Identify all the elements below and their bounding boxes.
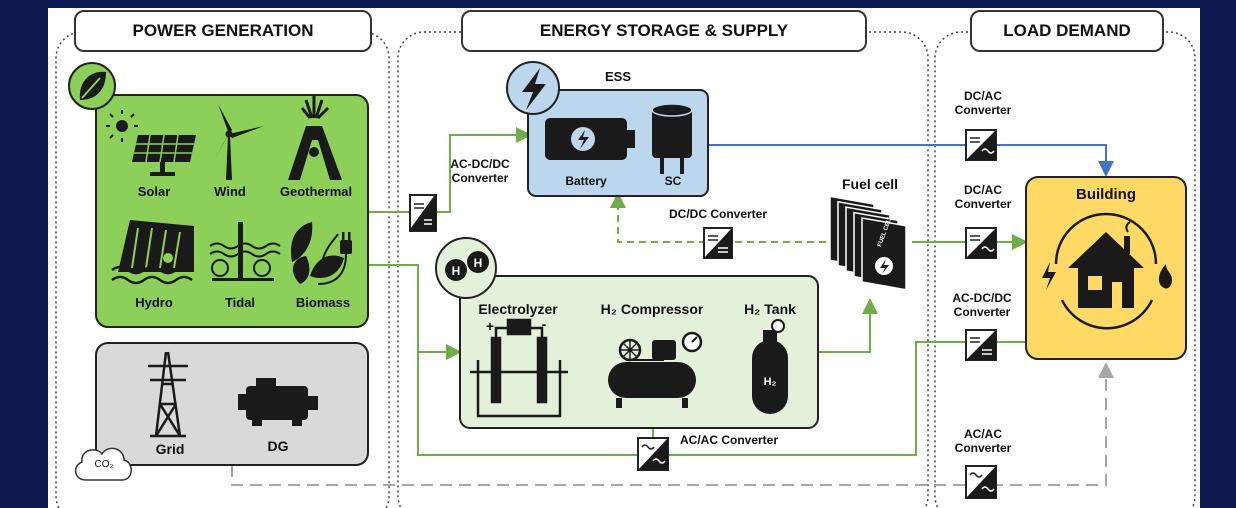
converter-load-acdc-label: AC-DC/DC Converter [952, 291, 1012, 319]
converter-load-acac-icon [965, 465, 997, 499]
converter-load-dcac-1-label: DC/AC Converter [954, 89, 1012, 117]
hydro-label: Hydro [135, 295, 173, 310]
converter-dcdc-label: DC/DC Converter [668, 207, 767, 221]
solar-label: Solar [137, 184, 171, 199]
wind-turbine-icon [214, 104, 264, 180]
sc-label: SC [664, 174, 682, 188]
battery-icon [545, 118, 635, 160]
fuel-cell-title: Fuel cell [841, 176, 899, 192]
converter-acac-mid-icon [637, 437, 669, 471]
hydrogen-tank-icon [752, 319, 788, 414]
converter-load-dcac-1-icon [965, 129, 997, 161]
converter-to-ess-line [436, 127, 532, 213]
renewable-to-electrolyzer-line [368, 264, 462, 360]
compressor-icon [608, 331, 703, 408]
electrolyzer-icon [470, 318, 568, 418]
geothermal-icon [288, 96, 342, 180]
converter-gen-acdc-label: AC-DC/DC Converter [450, 157, 510, 185]
fuel-cell-stack-icon [829, 195, 907, 291]
battery-label: Battery [565, 174, 607, 188]
dg-label: DG [267, 438, 289, 454]
transmission-tower-icon [148, 351, 188, 438]
electrolyzer-plus-sign: + [485, 318, 495, 334]
converter-acac-mid-label: AC/AC Converter [679, 433, 778, 447]
tank-label: H₂ Tank [744, 301, 796, 317]
svg-text:H: H [474, 256, 483, 270]
supercapacitor-icon [651, 103, 693, 174]
building-label: Building [1076, 186, 1136, 203]
renewable-sources-box [95, 94, 369, 328]
compressor-label: H₂ Compressor [600, 301, 704, 317]
grid-label: Grid [155, 441, 185, 457]
h2-molecule-badge-icon: H H [435, 237, 497, 299]
electrolyzer-minus-sign: - [541, 316, 547, 332]
wind-label: Wind [214, 184, 246, 199]
house-icon [1042, 212, 1172, 330]
ac-bus-line [417, 341, 1026, 456]
converter-dcdc-icon [703, 227, 733, 259]
diesel-generator-icon [238, 378, 318, 426]
fuel-cell-to-ess-dashed-line [610, 192, 826, 243]
conventional-sources-box [95, 342, 369, 466]
electrolyzer-label: Electrolyzer [478, 301, 558, 317]
ess-title: ESS [604, 69, 631, 84]
ess-to-building-line [708, 144, 1114, 177]
svg-text:H: H [452, 264, 461, 278]
converter-load-acac-label: AC/AC Converter [954, 427, 1012, 455]
storage-section-title: ENERGY STORAGE & SUPPLY [461, 10, 867, 52]
tidal-label: Tidal [224, 295, 256, 310]
lightning-badge-icon [506, 61, 560, 115]
converter-gen-acdc-icon [409, 194, 437, 232]
load-section-title: LOAD DEMAND [970, 10, 1164, 52]
hydro-dam-icon [111, 220, 194, 285]
generation-section-title: POWER GENERATION [74, 10, 372, 52]
grid-to-building-dashed-line [231, 362, 1114, 486]
converter-load-dcac-2-label: DC/AC Converter [954, 183, 1012, 211]
solar-icon [106, 110, 196, 176]
biomass-label: Biomass [295, 295, 351, 310]
co2-label: CO₂ [94, 459, 114, 470]
biomass-icon [290, 222, 352, 285]
converter-load-dcac-2-icon [965, 227, 997, 259]
tank-to-fuel-cell-line [818, 298, 878, 353]
converter-load-acdc-icon [965, 329, 997, 361]
geothermal-label: Geothermal [279, 184, 353, 199]
tidal-turbine-icon [209, 222, 281, 281]
co2-cloud-icon [74, 447, 132, 481]
leaf-icon [68, 62, 116, 110]
tank-h2-mark: H₂ [763, 376, 777, 388]
